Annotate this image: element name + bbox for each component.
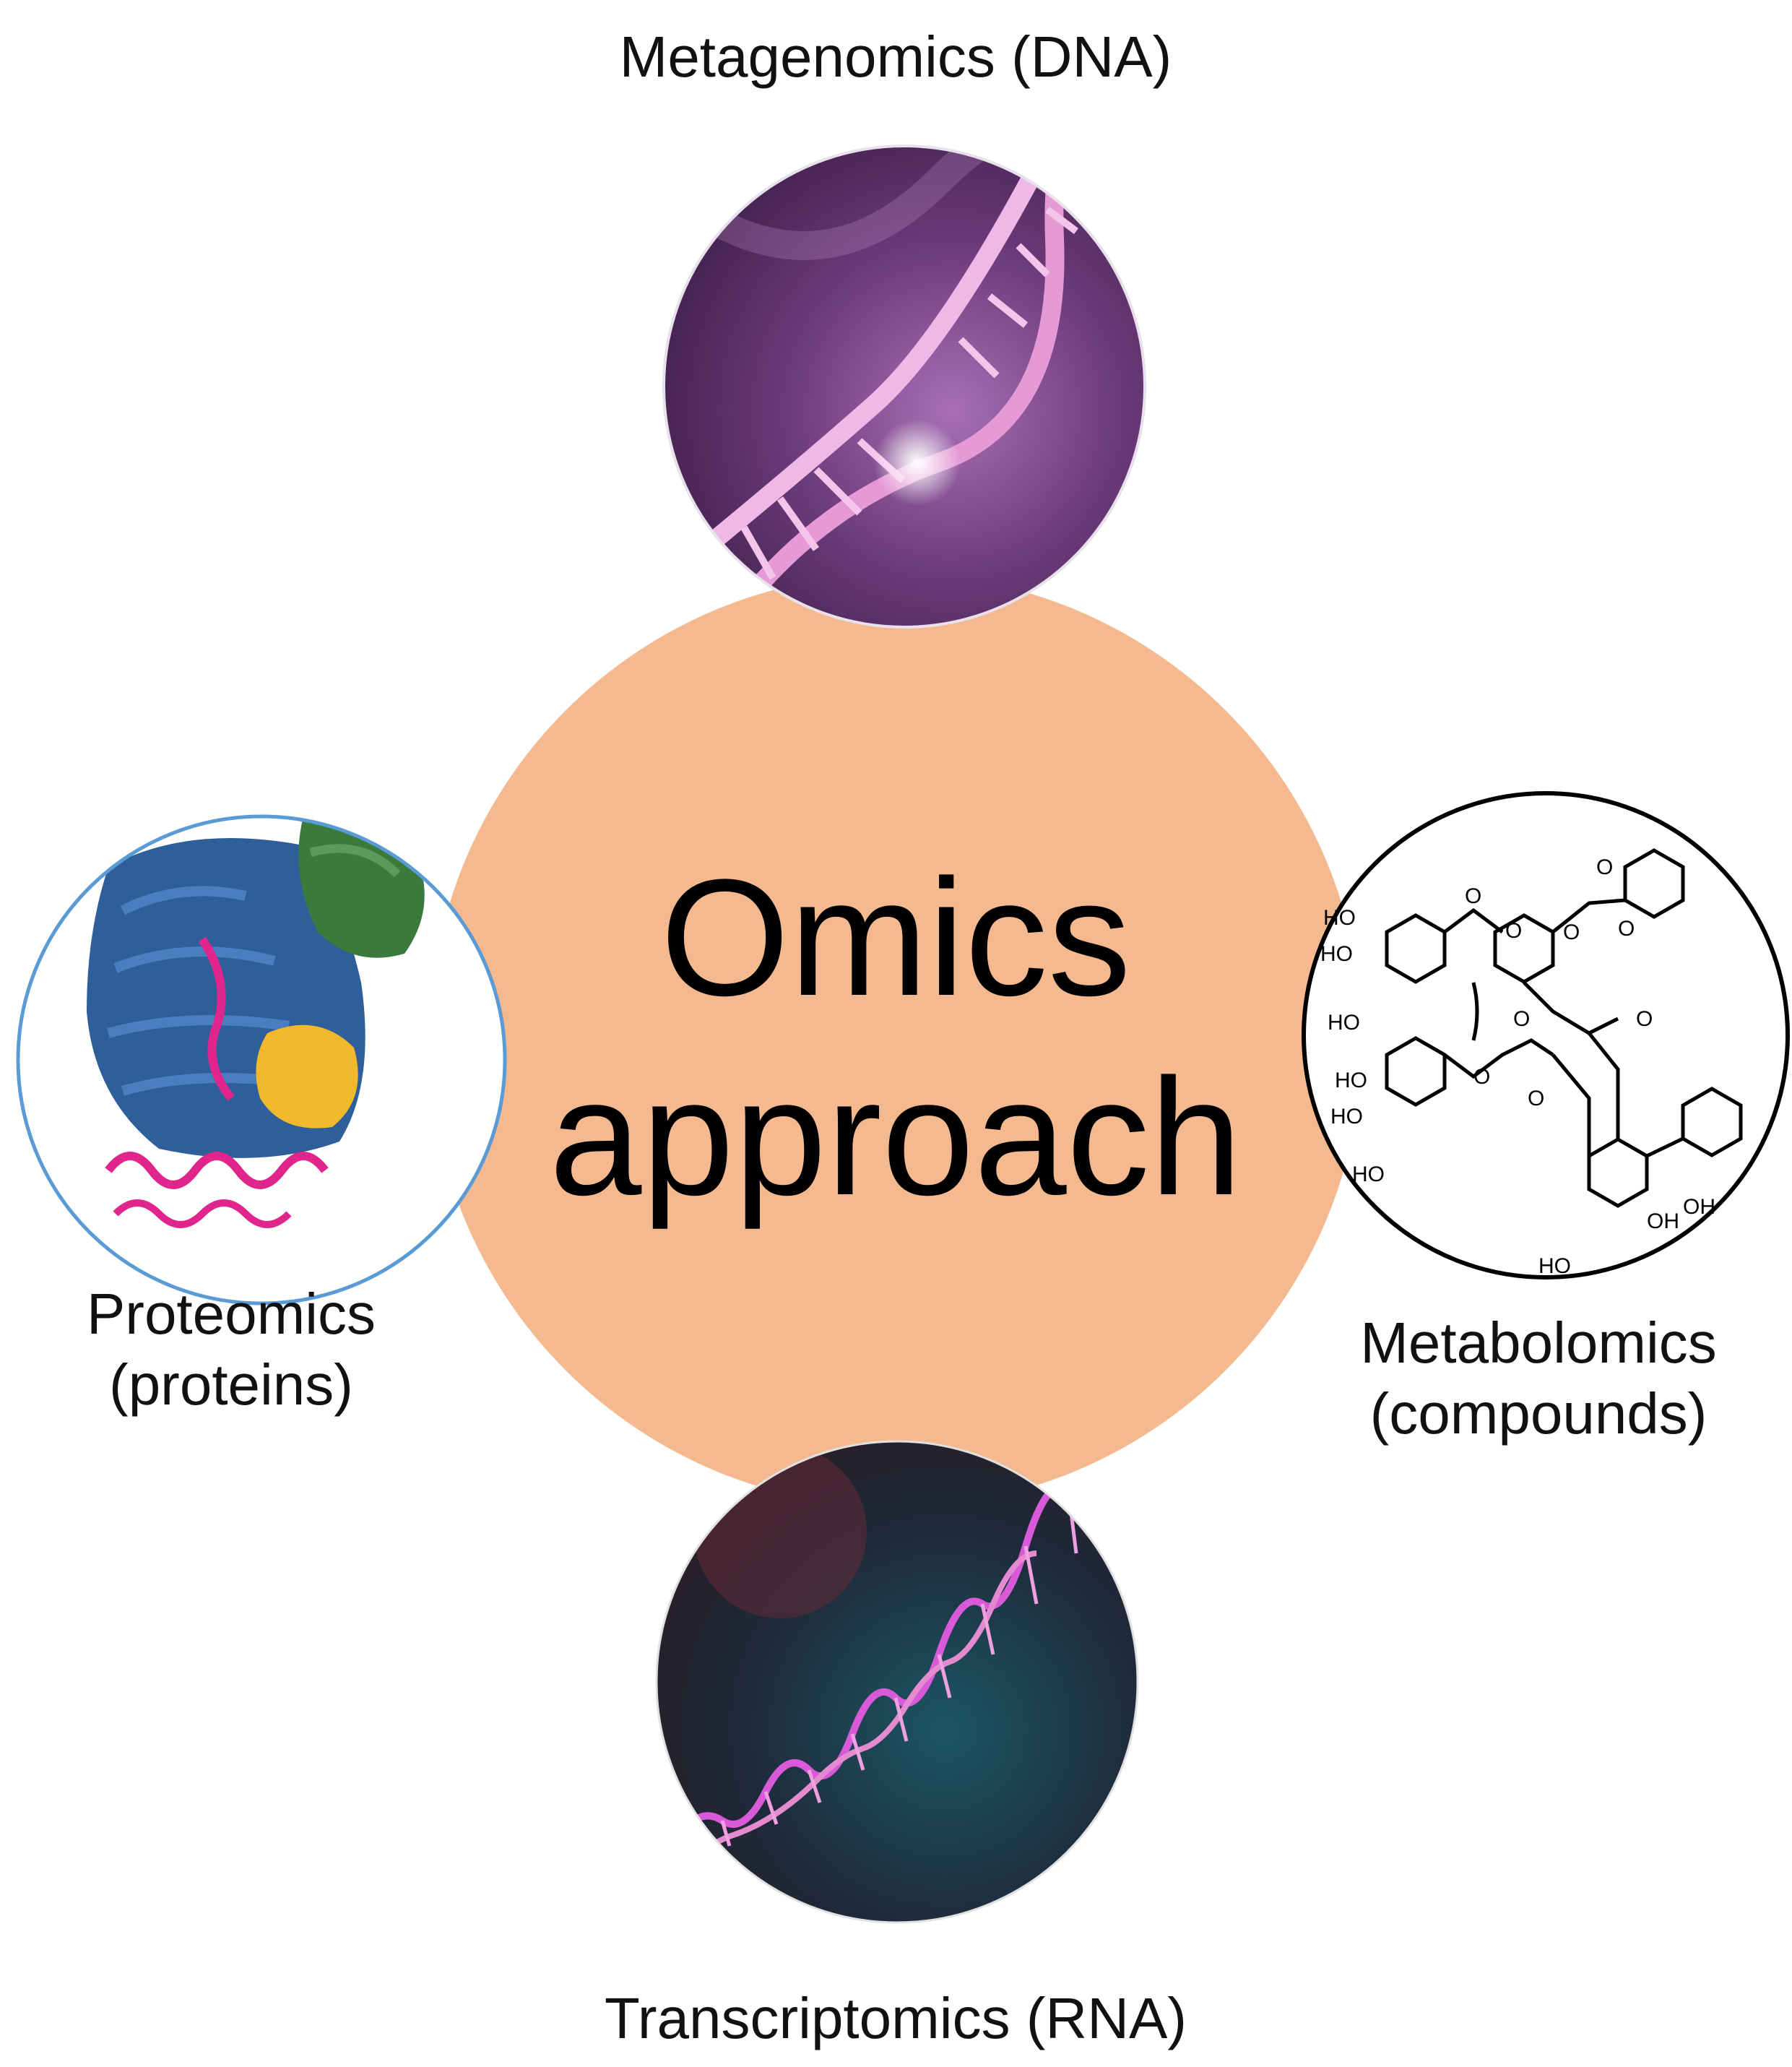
atom-label: O (1596, 855, 1613, 879)
atom-label: O (1563, 920, 1580, 944)
atom-label: O (1465, 884, 1481, 908)
proteomics-label-line2: (proteins) (109, 1352, 353, 1417)
atom-label: HO (1330, 1105, 1363, 1129)
atom-label: HO (1320, 942, 1353, 966)
metabolomics-label-line2: (compounds) (1369, 1381, 1707, 1446)
center-title-line2: approach (549, 1044, 1242, 1230)
atom-label: O (1505, 919, 1522, 943)
metabolomics-label-line1: Metabolomics (1360, 1311, 1717, 1375)
proteomics-label: Proteomics (proteins) (29, 1279, 433, 1420)
atom-label: HO (1335, 1069, 1367, 1092)
atom-label: HO (1328, 1011, 1360, 1035)
transcriptomics-label: Transcriptomics (RNA) (605, 1986, 1187, 2050)
atom-label: O (1636, 1007, 1653, 1031)
chemical-structure-icon: HO HO HO HO HO HO HO OH OH O O O O O O O… (1302, 791, 1790, 1280)
center-circle (429, 574, 1362, 1507)
dna-double-helix-icon (662, 144, 1146, 629)
proteomics-label-line1: Proteomics (86, 1282, 376, 1346)
atom-label: O (1528, 1087, 1544, 1110)
atom-label: O (1618, 917, 1635, 941)
rna-strand-icon (655, 1440, 1139, 1924)
atom-label: HO (1538, 1254, 1571, 1278)
atom-label: OH (1647, 1209, 1679, 1233)
metagenomics-label: Metagenomics (DNA) (619, 25, 1172, 89)
atom-label: O (1513, 1007, 1530, 1031)
metabolomics-label: Metabolomics (compounds) (1315, 1308, 1762, 1449)
atom-label: HO (1352, 1162, 1385, 1186)
center-title: Omics approach (426, 838, 1365, 1237)
atom-label: O (1473, 1065, 1490, 1089)
center-title-line1: Omics (660, 845, 1131, 1030)
